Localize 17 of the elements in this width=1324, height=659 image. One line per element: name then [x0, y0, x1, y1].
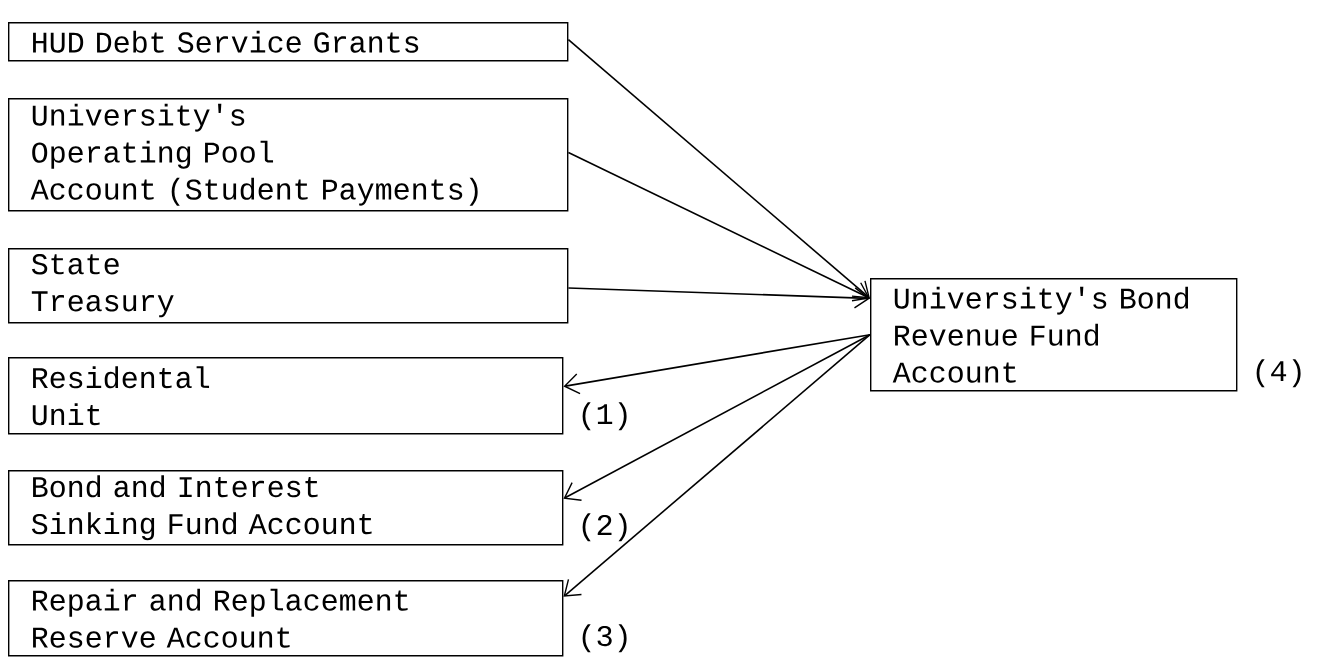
account-box: Residental Unit [8, 357, 564, 435]
account-box: HUD Debt Service Grants [8, 22, 569, 62]
account-box: State Treasury [8, 248, 569, 324]
account-box: University's Operating Pool Account (Student Payments) [8, 98, 569, 212]
arrow [563, 333, 871, 501]
arrow [567, 287, 870, 309]
reference-number: (2) [582, 513, 627, 542]
arrow [563, 333, 871, 597]
arrow [567, 151, 870, 302]
reference-number: (1) [582, 402, 627, 431]
account-box: Repair and Replacement Reserve Account [8, 580, 564, 657]
account-box: Bond and Interest Sinking Fund Account [8, 470, 564, 546]
arrow [563, 333, 871, 395]
arrow [567, 38, 870, 299]
account-box: University's Bond Revenue Fund Account [870, 278, 1238, 392]
reference-number: (3) [582, 624, 627, 653]
reference-number: (4) [1256, 359, 1301, 388]
